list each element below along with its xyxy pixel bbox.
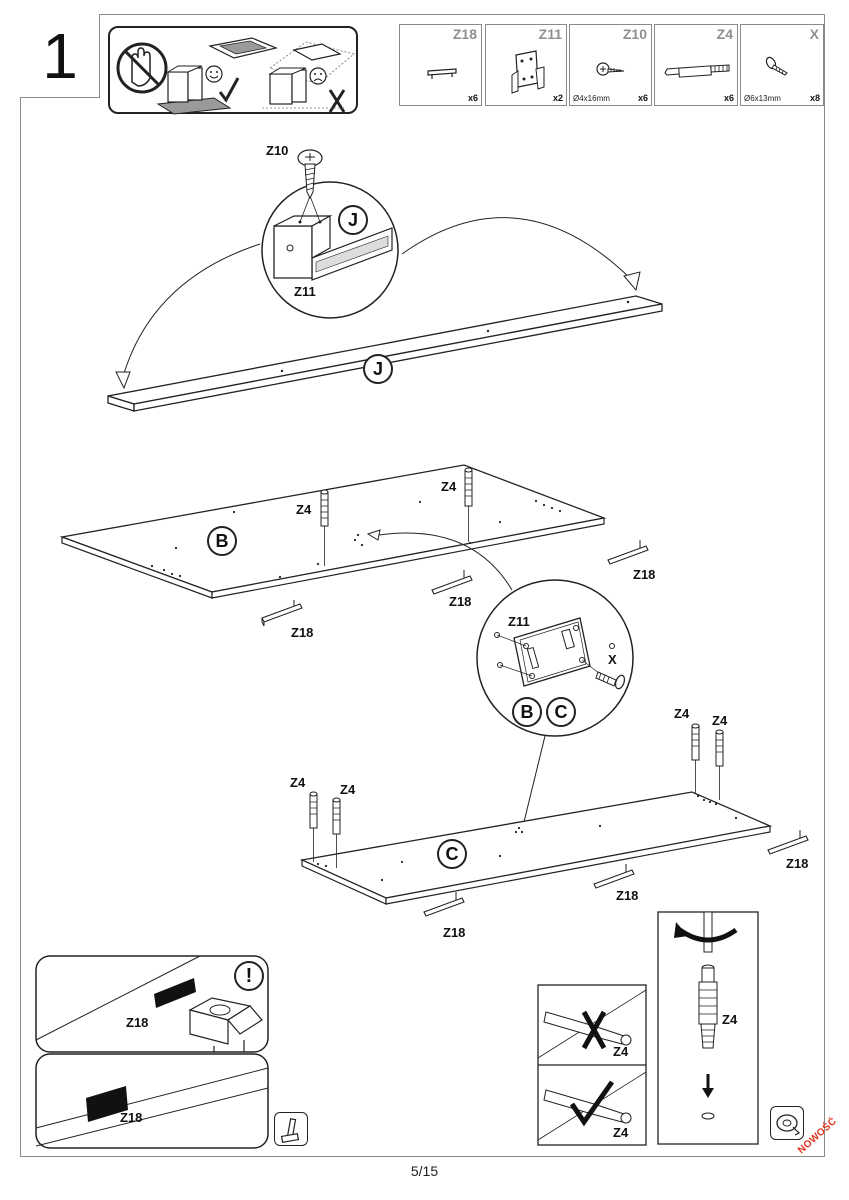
part-code: Z4 (716, 26, 733, 42)
callout-z18-c-1: Z18 (443, 925, 466, 940)
part-size: Ø6x13mm (744, 94, 781, 103)
panel-label-c-detail: C (546, 697, 576, 727)
part-size: Ø4x16mm (573, 94, 610, 103)
part-code: Z10 (622, 26, 647, 42)
screw-z10-drawing (297, 149, 323, 200)
part-card-z11: Z11 x2 (485, 24, 567, 106)
callout-z18-b-2: Z18 (449, 594, 472, 609)
screw-x-icon (765, 56, 788, 76)
callout-z18-detail-bottom: Z18 (120, 1110, 143, 1125)
dowel-z4-b-left (320, 489, 329, 566)
dowel-z4-c-3 (691, 723, 700, 794)
hammer-icon (274, 1112, 308, 1146)
foot-placement-detail-top (35, 955, 269, 1053)
foot-z18-c-2 (593, 864, 635, 889)
detail-bracket-screw (476, 579, 634, 737)
surface-protection-notice (108, 26, 358, 115)
panel-c (299, 791, 773, 905)
callout-z11-top: Z11 (294, 284, 316, 299)
screw-z10-icon (596, 62, 625, 76)
panel-label-b-detail: B (512, 697, 542, 727)
panel-label-j: J (363, 354, 393, 384)
foot-placement-detail-bottom (35, 1053, 269, 1149)
panel-label-c: C (437, 839, 467, 869)
rail-j (107, 295, 663, 412)
part-qty: x2 (552, 93, 563, 103)
callout-z4-c-4: Z4 (712, 713, 728, 728)
surface-protection-illustration (116, 37, 356, 115)
hammer-icon-glyph (280, 1118, 300, 1144)
part-qty: x8 (809, 93, 820, 103)
foot-z18-b-2 (431, 570, 473, 595)
foot-z18-c-1 (423, 892, 465, 917)
foot-z18-b-1 (261, 600, 303, 627)
panel-label-j-detail: J (338, 205, 368, 235)
callout-z18-c-2: Z18 (616, 888, 639, 903)
panel-label-b: B (207, 526, 237, 556)
callout-z10: Z10 (266, 143, 289, 158)
step-number: 1 (42, 20, 78, 92)
callout-z4-right: Z4 (613, 1125, 629, 1140)
step-box: 1 (20, 14, 100, 98)
callout-x: X (608, 652, 617, 667)
part-card-x: X Ø6x13mm x8 (740, 24, 824, 106)
callout-z4-c-3: Z4 (674, 706, 690, 721)
part-code: Z11 (538, 26, 562, 42)
part-card-z18: Z18 x6 (399, 24, 482, 106)
tape-roll-icon (770, 1106, 804, 1140)
panel-b (59, 464, 607, 599)
dowel-wrong-right-detail (537, 984, 647, 1146)
dowel-z4-c-2 (332, 797, 341, 868)
callout-z4-wrong: Z4 (613, 1044, 629, 1059)
part-card-z4: Z4 x6 (654, 24, 738, 106)
part-code: X (809, 26, 819, 42)
dowel-install-detail (657, 911, 759, 1145)
callout-z18-detail-top: Z18 (126, 1015, 149, 1030)
foot-z18-c-3 (767, 830, 809, 855)
page-number: 5/15 (410, 1163, 439, 1179)
tape-roll-icon-glyph (776, 1114, 801, 1136)
part-code: Z18 (452, 26, 477, 42)
part-qty: x6 (723, 93, 734, 103)
callout-z18-b-1: Z18 (291, 625, 314, 640)
dowel-z4-c-4 (715, 729, 724, 800)
callout-z4-c-1: Z4 (290, 775, 306, 790)
callout-z4-c-2: Z4 (340, 782, 356, 797)
part-card-z10: Z10 Ø4x16mm x6 (569, 24, 652, 106)
callout-z18-b-3: Z18 (633, 567, 656, 582)
dowel-z4-icon (664, 64, 730, 78)
dowel-z4-b-right (464, 467, 473, 542)
callout-z4-install: Z4 (722, 1012, 738, 1027)
callout-z11-detail: Z11 (508, 614, 530, 629)
page-frame (20, 14, 825, 1157)
foot-z18-b-3 (607, 540, 649, 565)
warning-icon: ! (234, 961, 264, 991)
correct-on-mat-illustration (156, 37, 278, 115)
detail-bracket-on-rail (261, 181, 399, 319)
part-qty: x6 (467, 93, 478, 103)
callout-z4-b-right: Z4 (441, 479, 457, 494)
incorrect-on-floor-illustration (262, 41, 356, 113)
part-qty: x6 (637, 93, 648, 103)
cabinet-foot-z18-icon (427, 68, 457, 79)
dowel-z4-c-1 (309, 791, 318, 862)
no-hand-icon (116, 42, 168, 94)
callout-z4-b-left: Z4 (296, 502, 312, 517)
mounting-bracket-z11-icon (511, 50, 545, 94)
callout-z18-c-3: Z18 (786, 856, 809, 871)
